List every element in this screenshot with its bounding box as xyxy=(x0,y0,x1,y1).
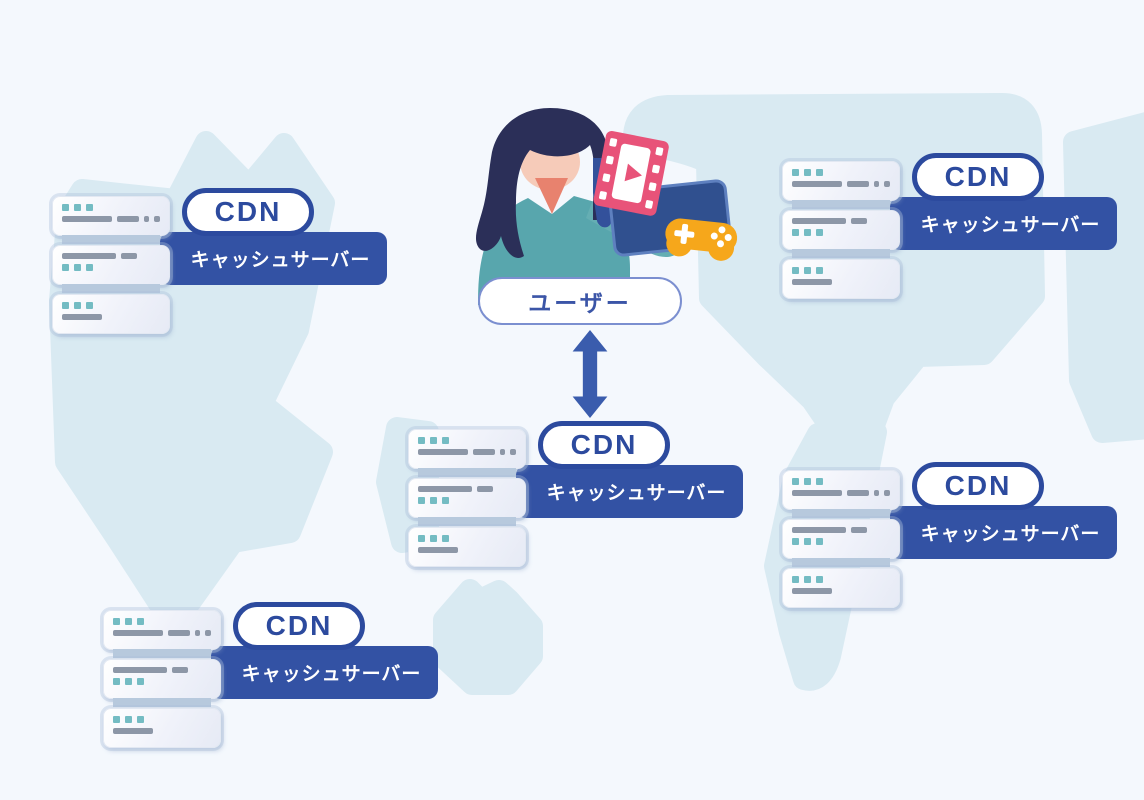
cache-server-banner: キャッシュサーバー xyxy=(890,506,1117,559)
map-australia xyxy=(433,579,543,695)
cdn-badge: CDN xyxy=(912,462,1044,510)
hair xyxy=(475,108,612,258)
cache-server-label: キャッシュサーバー xyxy=(241,664,422,685)
server-stack-icon xyxy=(103,610,221,748)
server-unit xyxy=(103,659,221,707)
server-unit xyxy=(103,708,221,748)
cache-server-banner: キャッシュサーバー xyxy=(516,465,743,518)
user-label: ユーザー xyxy=(478,277,682,325)
cdn-badge: CDN xyxy=(538,421,670,469)
cdn-badge-text: CDN xyxy=(214,196,282,227)
woman-with-device-illustration xyxy=(475,108,738,305)
server-unit xyxy=(782,519,900,567)
server-unit xyxy=(408,527,526,567)
server-unit xyxy=(408,478,526,526)
server-stack-icon xyxy=(408,429,526,567)
cdn-group-top-left: キャッシュサーバー CDN xyxy=(52,188,397,340)
cdn-badge-text: CDN xyxy=(265,610,333,641)
server-unit xyxy=(782,568,900,608)
cdn-group-top-right: キャッシュサーバー CDN xyxy=(782,153,1127,305)
server-stack-icon xyxy=(52,196,170,334)
cache-server-label: キャッシュサーバー xyxy=(190,250,371,271)
cache-server-label: キャッシュサーバー xyxy=(546,483,727,504)
server-unit xyxy=(782,259,900,299)
double-headed-arrow-icon xyxy=(572,330,608,418)
neck xyxy=(535,178,568,214)
cache-server-banner: キャッシュサーバー xyxy=(211,646,438,699)
server-stack-icon xyxy=(782,470,900,608)
video-film-icon xyxy=(593,131,669,216)
server-unit xyxy=(782,470,900,518)
server-unit xyxy=(52,196,170,244)
cache-server-banner: キャッシュサーバー xyxy=(890,197,1117,250)
cdn-badge: CDN xyxy=(912,153,1044,201)
cache-server-label: キャッシュサーバー xyxy=(920,215,1101,236)
cdn-group-center: キャッシュサーバー CDN xyxy=(408,421,753,573)
cdn-badge: CDN xyxy=(233,602,365,650)
cdn-badge: CDN xyxy=(182,188,314,236)
cdn-badge-text: CDN xyxy=(944,161,1012,192)
server-unit xyxy=(52,294,170,334)
play-icon xyxy=(624,163,642,182)
cdn-badge-text: CDN xyxy=(944,470,1012,501)
server-unit xyxy=(782,210,900,258)
server-unit xyxy=(103,610,221,658)
cache-server-banner: キャッシュサーバー xyxy=(160,232,387,285)
cdn-group-bottom-left: キャッシュサーバー CDN xyxy=(103,602,448,754)
cache-server-label: キャッシュサーバー xyxy=(920,524,1101,545)
user-label-text: ユーザー xyxy=(528,290,632,316)
cdn-badge-text: CDN xyxy=(570,429,638,460)
server-unit xyxy=(408,429,526,477)
server-stack-icon xyxy=(782,161,900,299)
server-unit xyxy=(52,245,170,293)
cdn-group-bottom-right: キャッシュサーバー CDN xyxy=(782,462,1127,614)
server-unit xyxy=(782,161,900,209)
game-controller-icon xyxy=(665,218,738,261)
